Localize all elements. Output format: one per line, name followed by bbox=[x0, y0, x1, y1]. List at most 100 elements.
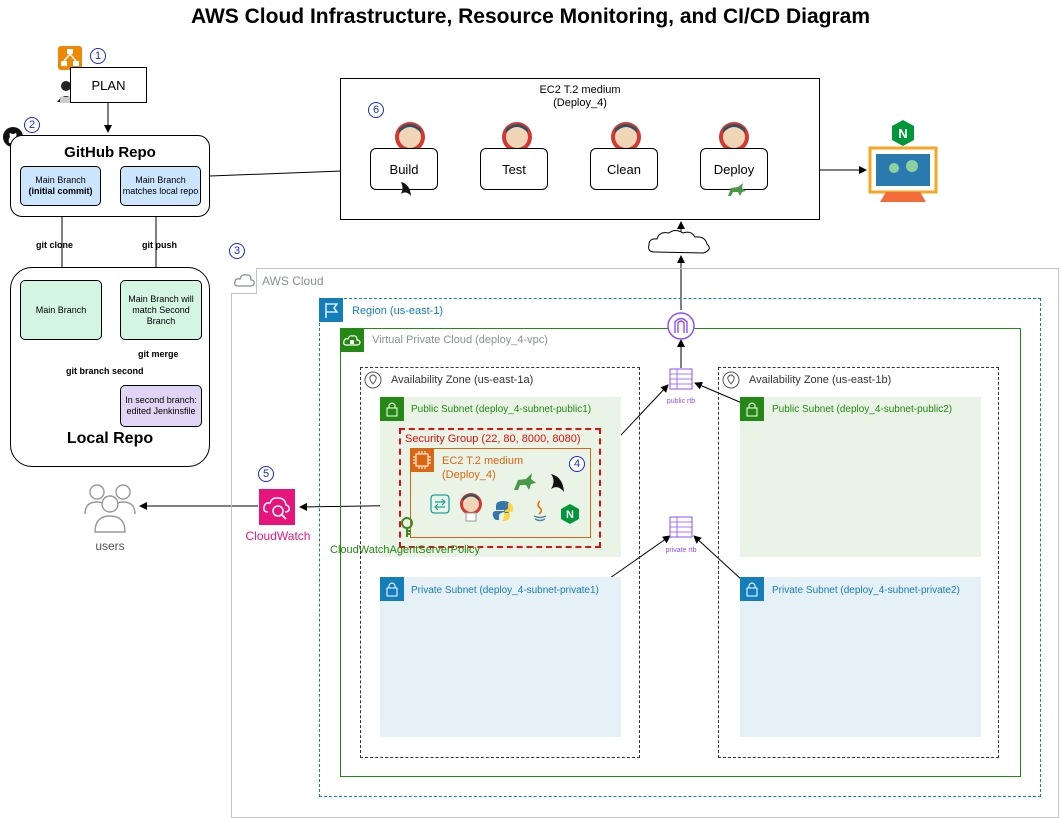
ec2-label-line2: (Deploy_4) bbox=[442, 469, 496, 481]
private-subnet-1 bbox=[380, 577, 621, 737]
github-matches-local: Main Branch matches local repo bbox=[120, 166, 201, 206]
pipeline-title: EC2 T.2 medium (Deploy_4) bbox=[340, 84, 820, 110]
az1-container bbox=[360, 367, 640, 758]
subnet-lock-icon bbox=[746, 582, 758, 597]
svg-text:N: N bbox=[898, 126, 907, 141]
private-subnet-2 bbox=[740, 577, 981, 737]
internet-cloud-icon bbox=[648, 230, 710, 254]
users-label: users bbox=[95, 539, 125, 553]
az-location-icon bbox=[364, 371, 382, 389]
ec2-instance bbox=[410, 448, 591, 538]
public-subnet-2 bbox=[740, 397, 981, 557]
github-initial-commit-label: (initial commit) bbox=[28, 186, 93, 196]
region-flag-icon bbox=[325, 303, 339, 318]
flask-icon bbox=[401, 182, 411, 196]
az-location-icon bbox=[722, 371, 740, 389]
step-badge-2: 2 bbox=[24, 117, 40, 133]
public-route-table-icon bbox=[669, 368, 693, 390]
aws-cloud-icon bbox=[234, 274, 255, 287]
plan-label: PLAN bbox=[91, 77, 126, 93]
step-badge-3: 3 bbox=[229, 243, 245, 259]
plan-box: PLAN bbox=[70, 67, 147, 103]
page-title: AWS Cloud Infrastructure, Resource Monit… bbox=[190, 5, 871, 28]
security-group bbox=[399, 428, 601, 548]
aws-cloud-label: AWS Cloud bbox=[262, 274, 324, 288]
step-badge-5: 5 bbox=[258, 466, 274, 482]
subnet-lock-icon bbox=[746, 402, 758, 417]
subnet-lock-icon bbox=[386, 402, 398, 417]
region-icon-box bbox=[319, 298, 343, 322]
step-badge-4: 4 bbox=[569, 456, 585, 472]
java-icon bbox=[533, 500, 547, 522]
git-branch-second-label: git branch second bbox=[66, 366, 144, 376]
jenkins-icon bbox=[460, 493, 482, 522]
private-subnet-1-label: Private Subnet (deploy_4-subnet-private1… bbox=[411, 585, 599, 596]
pipeline-step-deploy-label: Deploy bbox=[713, 161, 755, 177]
aws-cloud-icon-box bbox=[231, 268, 257, 294]
region-container bbox=[319, 298, 1041, 797]
internet-gateway-icon bbox=[667, 312, 695, 340]
ec2-label-line1: EC2 T.2 medium bbox=[442, 455, 524, 467]
subnet-lock-icon bbox=[386, 582, 398, 597]
local-repo-title: Local Repo bbox=[66, 430, 154, 447]
pipeline-step-test: Test bbox=[480, 148, 548, 190]
public-rtb-label: public rtb bbox=[666, 398, 696, 405]
github-matches-local-label: Main Branch matches local repo bbox=[122, 175, 199, 196]
pipeline-step-build-label: Build bbox=[389, 161, 419, 177]
pipeline-title-line1: EC2 T.2 medium bbox=[539, 84, 621, 96]
iam-role-icon bbox=[401, 517, 413, 537]
users-icon bbox=[84, 484, 136, 533]
nginx-app-monitor-icon: N bbox=[868, 120, 938, 202]
jenkins-icon bbox=[611, 122, 641, 160]
nginx-icon: N bbox=[561, 504, 579, 524]
local-second-branch-label: In second branch: edited Jenkinsfile bbox=[125, 395, 197, 416]
local-main-branch-label: Main Branch bbox=[35, 304, 87, 315]
drawio-icon bbox=[58, 46, 82, 70]
gunicorn-icon bbox=[514, 473, 536, 490]
step-badge-6: 6 bbox=[368, 102, 384, 118]
flask-icon bbox=[551, 474, 564, 492]
local-main-branch: Main Branch bbox=[20, 280, 102, 340]
svg-text:N: N bbox=[566, 509, 574, 521]
az2-container bbox=[718, 367, 999, 758]
jenkins-icon bbox=[719, 122, 749, 160]
git-push-label: git push bbox=[142, 240, 177, 250]
vpc-label: Virtual Private Cloud (deploy_4-vpc) bbox=[372, 334, 548, 346]
git-merge-label: git merge bbox=[138, 349, 179, 359]
network-interface-icon bbox=[430, 494, 450, 514]
public-subnet-2-label: Public Subnet (deploy_4-subnet-public2) bbox=[772, 404, 953, 415]
ec2-label: EC2 T.2 medium (Deploy_4) bbox=[442, 454, 523, 482]
public-subnet-1 bbox=[380, 397, 621, 557]
private-subnet-2-label: Private Subnet (deploy_4-subnet-private2… bbox=[772, 585, 960, 596]
private-rtb-label: private rtb bbox=[665, 547, 697, 554]
local-will-match-label: Main Branch will match Second Branch bbox=[128, 293, 194, 326]
public-subnet-1-icon-box bbox=[380, 397, 404, 421]
public-subnet-1-label: Public Subnet (deploy_4-subnet-public1) bbox=[411, 404, 592, 415]
private-route-table-icon bbox=[669, 516, 693, 538]
cloudwatch-icon bbox=[259, 489, 295, 525]
jenkins-icon bbox=[502, 122, 532, 160]
python-icon bbox=[492, 501, 514, 521]
region-label: Region (us-east-1) bbox=[352, 305, 444, 317]
local-will-match: Main Branch will match Second Branch bbox=[120, 280, 202, 340]
ec2-chip-icon bbox=[413, 451, 431, 469]
vpc-cloud-lock-icon bbox=[343, 335, 361, 346]
cw-policy-label: CloudWatchAgentServerPolicy bbox=[330, 544, 480, 556]
security-group-label: Security Group (22, 80, 8000, 8080) bbox=[405, 433, 581, 445]
git-clone-label: git clone bbox=[36, 240, 74, 250]
cloudwatch-label: CloudWatch bbox=[245, 529, 311, 543]
private-subnet-2-icon-box bbox=[740, 577, 764, 601]
github-main-branch: Main Branch (initial commit) bbox=[20, 166, 101, 206]
github-repo-title: GitHub Repo bbox=[64, 144, 156, 161]
vpc-icon-box bbox=[340, 328, 364, 352]
ec2-icon-box bbox=[410, 448, 434, 472]
local-second-branch: In second branch: edited Jenkinsfile bbox=[120, 385, 202, 427]
pipeline-title-line2: (Deploy_4) bbox=[553, 97, 607, 109]
pipeline-step-clean: Clean bbox=[590, 148, 658, 190]
public-subnet-2-icon-box bbox=[740, 397, 764, 421]
az2-label: Availability Zone (us-east-1b) bbox=[749, 374, 892, 386]
pipeline-step-test-label: Test bbox=[502, 161, 526, 177]
github-main-branch-label: Main Branch bbox=[35, 175, 86, 185]
pipeline-step-clean-label: Clean bbox=[607, 161, 641, 177]
step-badge-1: 1 bbox=[90, 48, 106, 64]
